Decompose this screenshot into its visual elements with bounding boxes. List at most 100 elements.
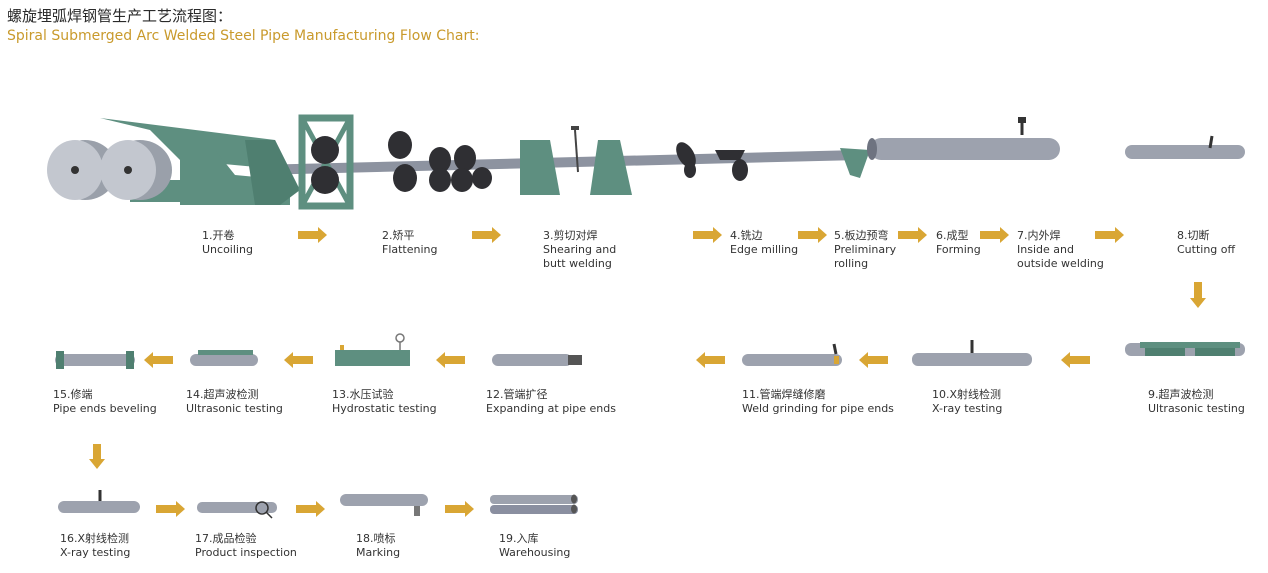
step-3-en: Shearing and [543,243,617,256]
arrow-right-2 [472,227,501,243]
step-4: 4.铣边 Edge milling [730,229,798,257]
step-13: 13.水压试验 Hydrostatic testing [332,388,437,416]
step-16: 16.X射线检测 X-ray testing [60,532,130,560]
step-8-cn: 8.切断 [1177,229,1210,242]
step-17-en: Product inspection [195,546,297,559]
flattening-machine [298,114,492,210]
step-14-en: Ultrasonic testing [186,402,283,415]
step-14-cn: 14.超声波检测 [186,388,259,401]
cut-pipe [1125,135,1245,159]
formed-pipe [867,117,1060,160]
arrow-right-10 [445,501,474,517]
step-7-en2: outside welding [1017,257,1104,270]
step-13-cn: 13.水压试验 [332,388,394,401]
step-19-en: Warehousing [499,546,571,559]
step-2-cn: 2.矫平 [382,229,415,242]
step-3-cn: 3.剪切对焊 [543,229,598,242]
pipe-xray-10 [912,340,1032,366]
step-12-cn: 12.管端扩径 [486,388,548,401]
step-1-cn: 1.开卷 [202,229,235,242]
step-19-cn: 19.入库 [499,532,539,545]
pipe-stack-19 [490,494,578,514]
arrow-down-2 [89,444,105,469]
step-13-en: Hydrostatic testing [332,402,437,415]
step-10-cn: 10.X射线检测 [932,388,1002,401]
pipe-beveling-15 [55,351,135,369]
arrow-left-5 [284,352,313,368]
page-title-cn: 螺旋埋弧焊钢管生产工艺流程图： [7,7,233,25]
step-2: 2.矫平 Flattening [382,229,438,257]
pre-bending-unit [840,148,870,178]
step-9-en: Ultrasonic testing [1148,402,1245,415]
step-8: 8.切断 Cutting off [1177,229,1235,257]
step-4-cn: 4.铣边 [730,229,763,242]
pipe-ultrasonic-9 [1125,342,1245,356]
arrow-left-2 [859,352,888,368]
arrow-left-1 [1061,352,1090,368]
step-10-en: X-ray testing [932,402,1003,415]
step-4-en: Edge milling [730,243,799,256]
step-10: 10.X射线检测 X-ray testing [932,388,1002,416]
arrow-right-9 [296,501,325,517]
page-title-en: Spiral Submerged Arc Welded Steel Pipe M… [7,28,480,44]
step-9-cn: 9.超声波检测 [1148,388,1214,401]
step-1-en: Uncoiling [202,243,253,256]
step-5-en: Preliminary [834,243,897,256]
step-11-en: Weld grinding for pipe ends [742,402,894,415]
pipe-xray-16 [58,490,140,513]
step-18-cn: 18.喷标 [356,532,396,545]
arrow-down-1 [1190,282,1206,308]
arrow-right-5 [898,227,927,243]
step-16-cn: 16.X射线检测 [60,532,130,545]
step-14: 14.超声波检测 Ultrasonic testing [186,388,283,416]
arrow-right-8 [156,501,185,517]
step-19: 19.入库 Warehousing [499,532,570,560]
arrow-left-4 [436,352,465,368]
step-2-en: Flattening [382,243,438,256]
arrow-right-1 [298,227,327,243]
step-7: 7.内外焊 Inside and outside welding [1017,229,1104,271]
pipe-hydrostatic-13 [335,333,410,366]
step-16-en: X-ray testing [60,546,131,559]
step-3-en2: butt welding [543,257,612,270]
step-11-cn: 11.管端焊缝修磨 [742,388,826,401]
step-5-cn: 5.板边预弯 [834,229,889,242]
arrow-right-7 [1095,227,1124,243]
step-8-en: Cutting off [1177,243,1236,256]
step-15-cn: 15.修端 [53,388,93,401]
step-17-cn: 17.成品检验 [195,532,257,545]
step-6-en: Forming [936,243,981,256]
pipe-expanding-12 [492,354,582,366]
arrow-left-3 [696,352,725,368]
step-15: 15.修端 Pipe ends beveling [53,388,157,416]
step-7-cn: 7.内外焊 [1017,229,1061,242]
step-18-en: Marking [356,546,401,559]
edge-milling-machine [676,142,748,181]
step-9: 9.超声波检测 Ultrasonic testing [1148,388,1245,416]
pipe-ultrasonic-14 [190,350,258,366]
step-12-en: Expanding at pipe ends [486,402,616,415]
arrow-right-3 [693,227,722,243]
shearing-machine [520,126,632,195]
step-5-en2: rolling [834,257,869,270]
arrow-right-4 [798,227,827,243]
pipe-weld-grinding-11 [742,343,842,366]
step-3: 3.剪切对焊 Shearing and butt welding [543,229,616,271]
step-1: 1.开卷 Uncoiling [202,229,253,257]
step-17: 17.成品检验 Product inspection [195,532,297,560]
step-12: 12.管端扩径 Expanding at pipe ends [486,388,616,416]
pipe-inspection-17 [197,501,277,519]
pipe-marking-18 [340,494,428,516]
step-18: 18.喷标 Marking [356,532,400,560]
step-5: 5.板边预弯 Preliminary rolling [834,229,896,271]
arrow-left-6 [144,352,173,368]
step-6: 6.成型 Forming [936,229,981,257]
step-6-cn: 6.成型 [936,229,969,242]
step-7-en: Inside and [1017,243,1074,256]
step-15-en: Pipe ends beveling [53,402,157,415]
uncoiler-machine [47,118,300,205]
arrow-right-6 [980,227,1009,243]
step-11: 11.管端焊缝修磨 Weld grinding for pipe ends [742,388,894,416]
